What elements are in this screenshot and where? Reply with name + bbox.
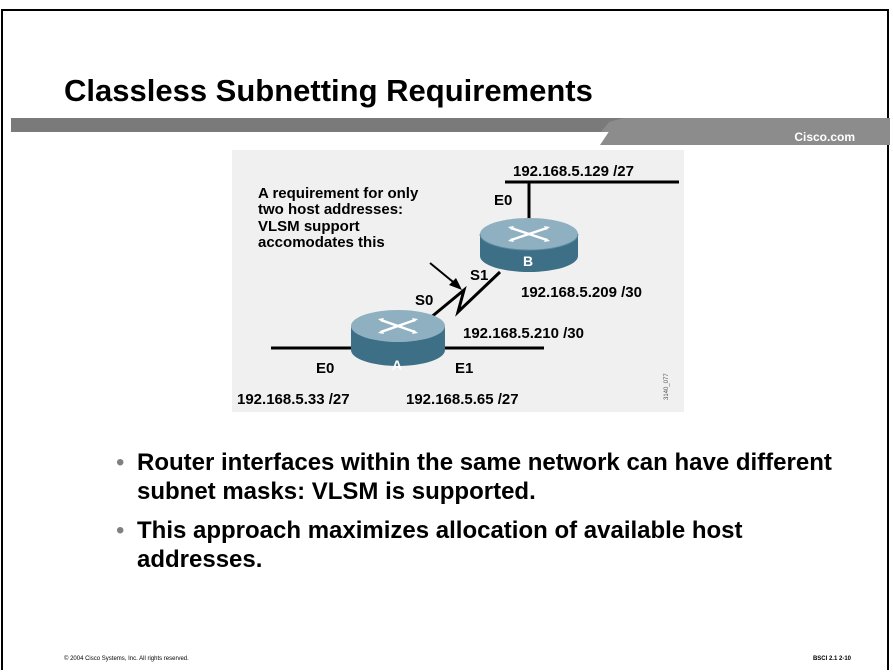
slide-title: Classless Subnetting Requirements <box>64 73 593 108</box>
router-b-lan-address: 192.168.5.129 /27 <box>513 163 634 180</box>
router-a-label: A <box>392 357 402 373</box>
note-line-3: VLSM support <box>258 218 360 235</box>
router-a-e0-address: 192.168.5.33 /27 <box>237 391 350 408</box>
serial-link <box>417 270 502 330</box>
bullet-item: • Router interfaces within the same netwo… <box>108 448 848 506</box>
router-b-icon <box>479 218 579 272</box>
router-b-s1-label: S1 <box>470 267 488 284</box>
router-a-e0-label: E0 <box>316 360 334 377</box>
router-a-icon <box>351 310 445 366</box>
router-a-e1-label: E1 <box>455 360 473 377</box>
bullet-dot: • <box>116 449 125 476</box>
router-b-label: B <box>523 253 533 269</box>
brand-label: Cisco.com <box>794 130 855 144</box>
bullet-dot: • <box>116 517 125 544</box>
note-line-4: accomodates this <box>258 234 385 251</box>
slide-frame <box>1 9 889 670</box>
bullet-text: Router interfaces within the same networ… <box>137 449 832 505</box>
note-line-2: two host addresses: <box>258 201 403 218</box>
router-b-serial-address: 192.168.5.209 /30 <box>521 284 642 301</box>
note-line-1: A requirement for only <box>258 185 419 202</box>
bullet-item: • This approach maximizes allocation of a… <box>108 516 848 574</box>
footer-course: BSCI 2.1 2-10 <box>812 656 851 662</box>
brand-bar <box>600 127 890 145</box>
router-a-e1-address: 192.168.5.65 /27 <box>406 391 519 408</box>
footer-copyright: © 2004 Cisco Systems, Inc. All rights re… <box>64 656 189 662</box>
note-arrowhead <box>449 278 462 290</box>
diagram-background <box>232 150 684 412</box>
router-a-s0-label: S0 <box>415 292 433 309</box>
figure-id: 3140_077 <box>664 373 670 400</box>
router-a-serial-address: 192.168.5.210 /30 <box>463 325 584 342</box>
bullet-list: • Router interfaces within the same netwo… <box>108 448 848 584</box>
router-b-e0-label: E0 <box>494 192 512 209</box>
bullet-text: This approach maximizes allocation of av… <box>137 517 743 573</box>
